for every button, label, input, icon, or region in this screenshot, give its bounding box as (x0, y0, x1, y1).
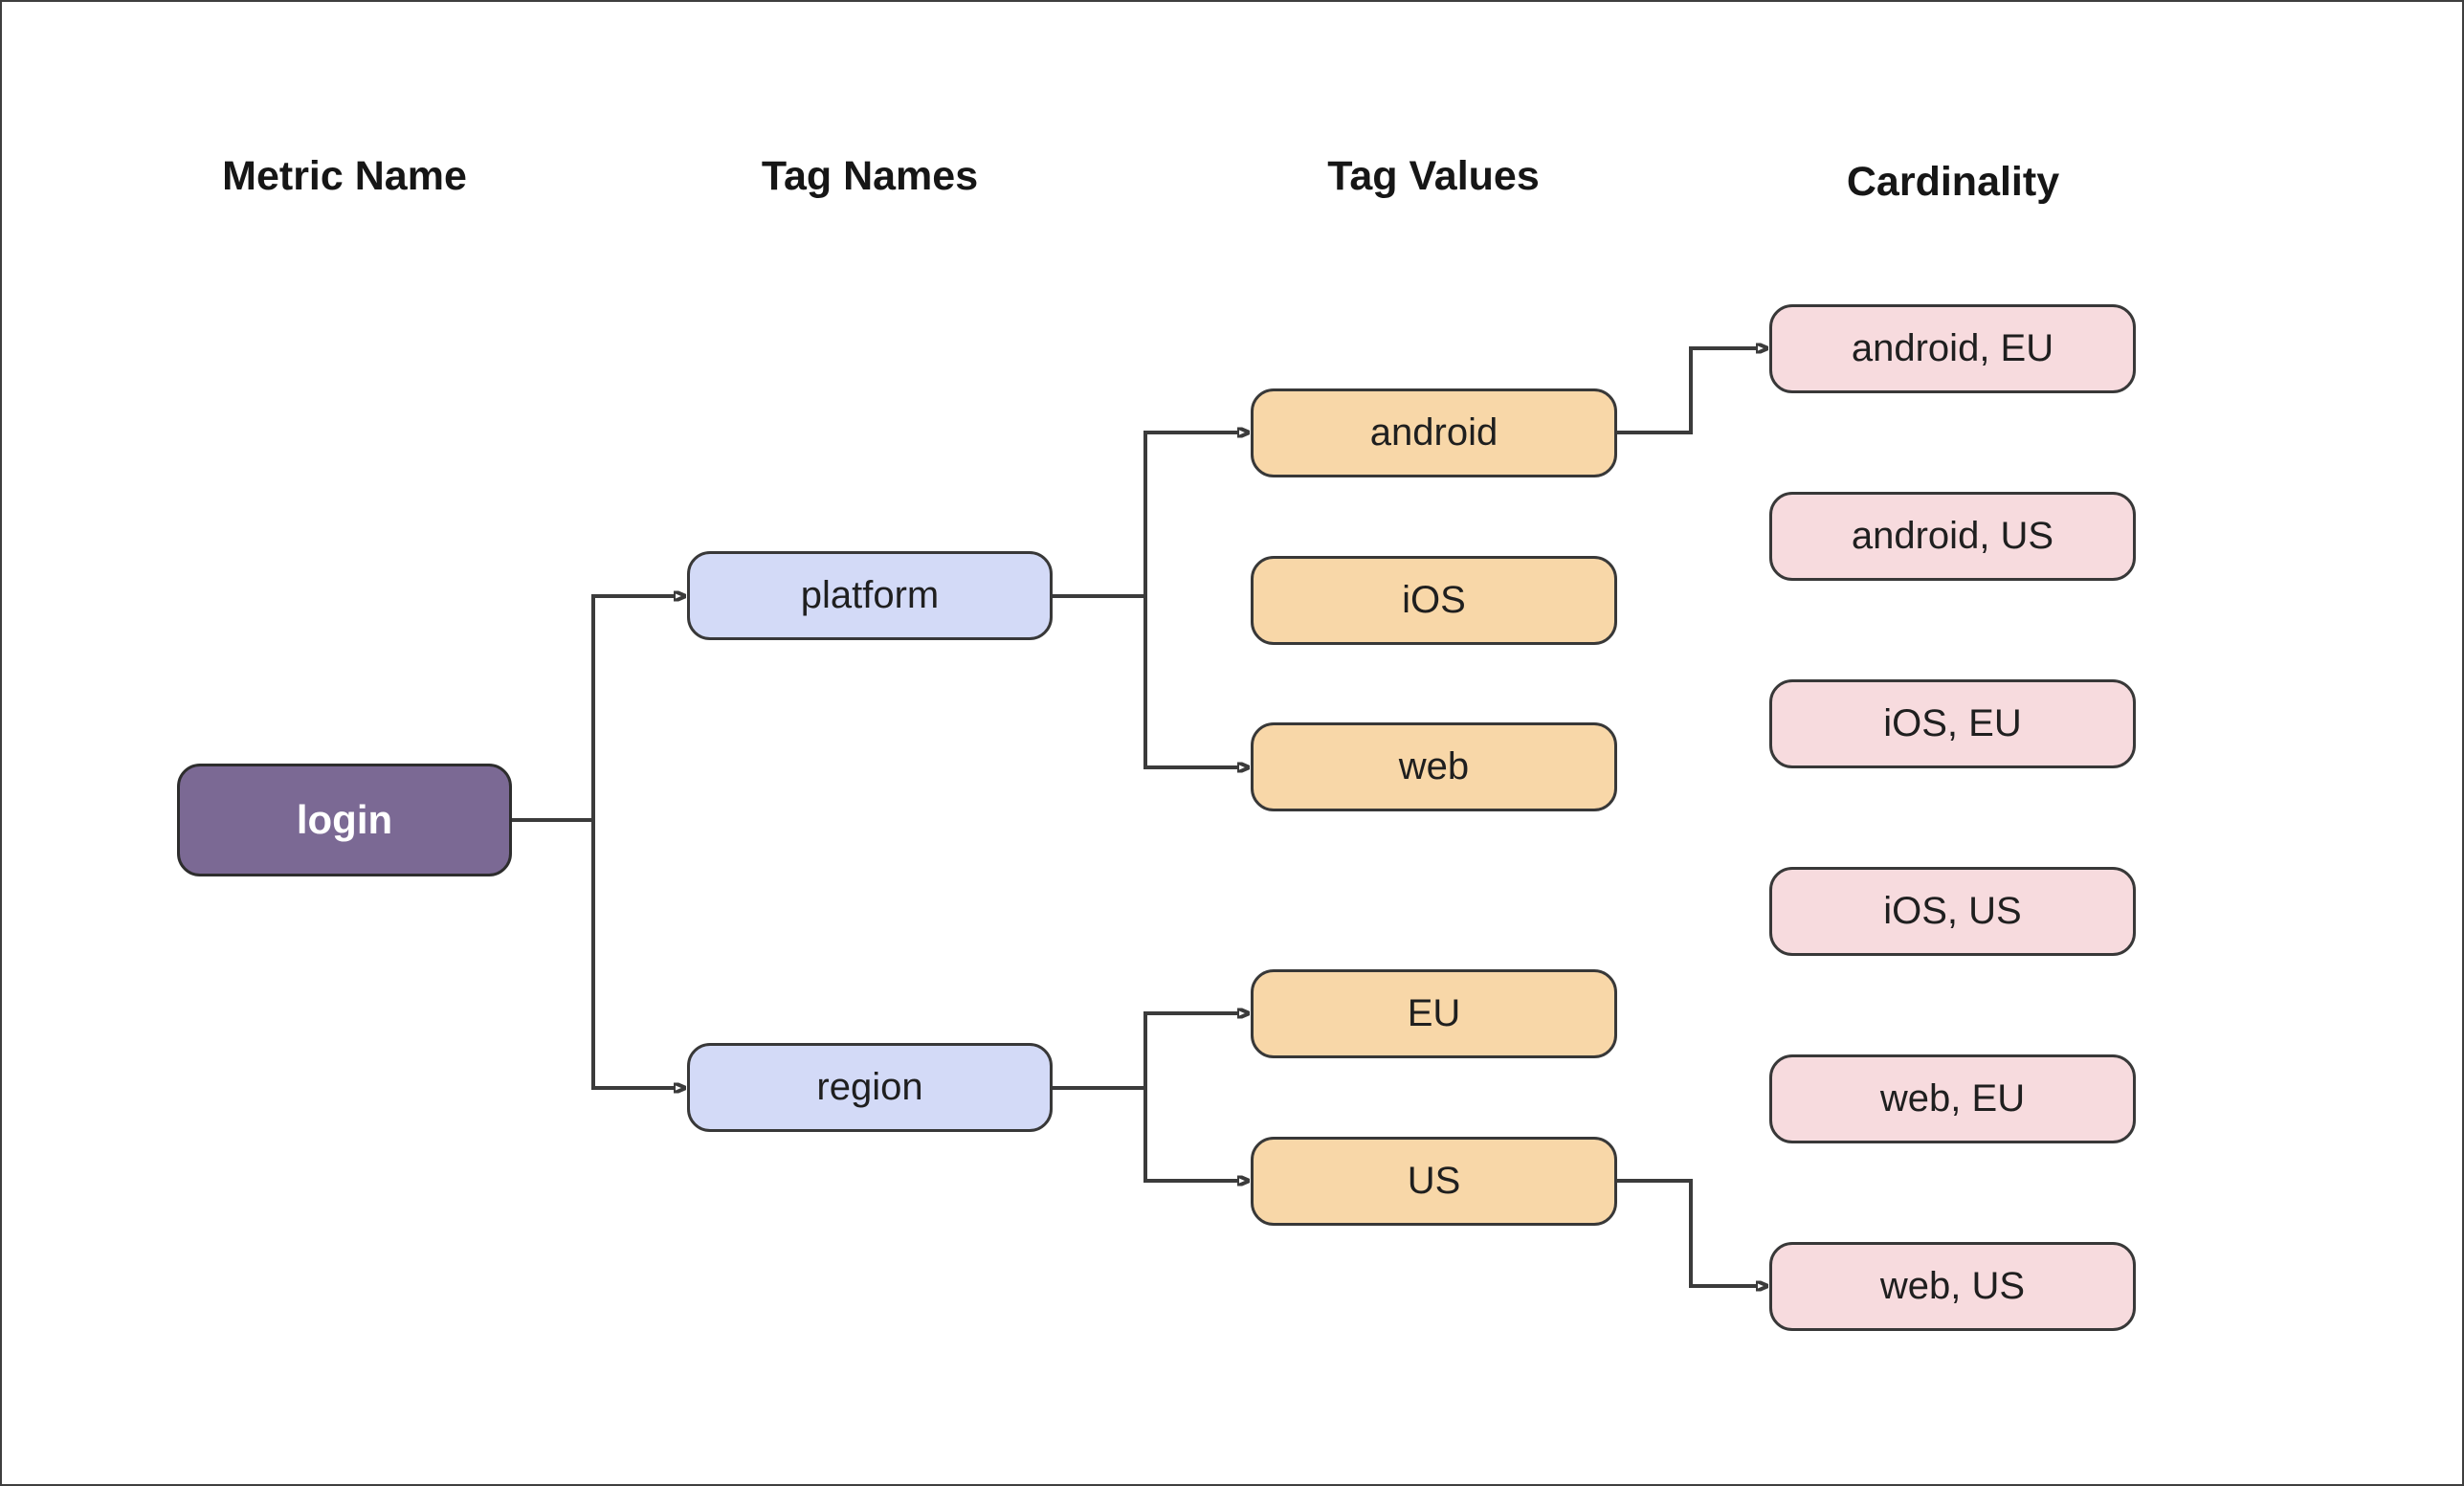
metric-node-login: login (177, 764, 512, 876)
tag-name-node-platform: platform (687, 551, 1053, 640)
column-header-tag-names: Tag Names (761, 153, 979, 199)
edge-region-eu (1053, 1013, 1237, 1090)
tag-value-node-android: android (1251, 388, 1617, 477)
tag-value-node-eu: EU (1251, 969, 1617, 1058)
cardinality-node-android-us: android, US (1769, 492, 2136, 581)
edge-us-web-us (1617, 1179, 1756, 1286)
edge-platform-android (1053, 432, 1237, 598)
tag-name-node-region: region (687, 1043, 1053, 1132)
edge-login-platform (512, 596, 674, 822)
edge-android-android-eu (1617, 348, 1756, 434)
column-header-metric-name: Metric Name (222, 153, 467, 199)
column-header-tag-values: Tag Values (1327, 153, 1540, 199)
cardinality-node-android-eu: android, EU (1769, 304, 2136, 393)
edge-platform-web (1053, 594, 1237, 767)
cardinality-node-ios-eu: iOS, EU (1769, 679, 2136, 768)
column-header-cardinality: Cardinality (1846, 159, 2060, 205)
cardinality-node-web-us: web, US (1769, 1242, 2136, 1331)
edge-region-us (1053, 1086, 1237, 1181)
tag-value-node-ios: iOS (1251, 556, 1617, 645)
tag-value-node-web: web (1251, 722, 1617, 811)
cardinality-node-ios-us: iOS, US (1769, 867, 2136, 956)
edge-login-region (512, 818, 674, 1088)
tag-value-node-us: US (1251, 1137, 1617, 1226)
cardinality-node-web-eu: web, EU (1769, 1054, 2136, 1143)
